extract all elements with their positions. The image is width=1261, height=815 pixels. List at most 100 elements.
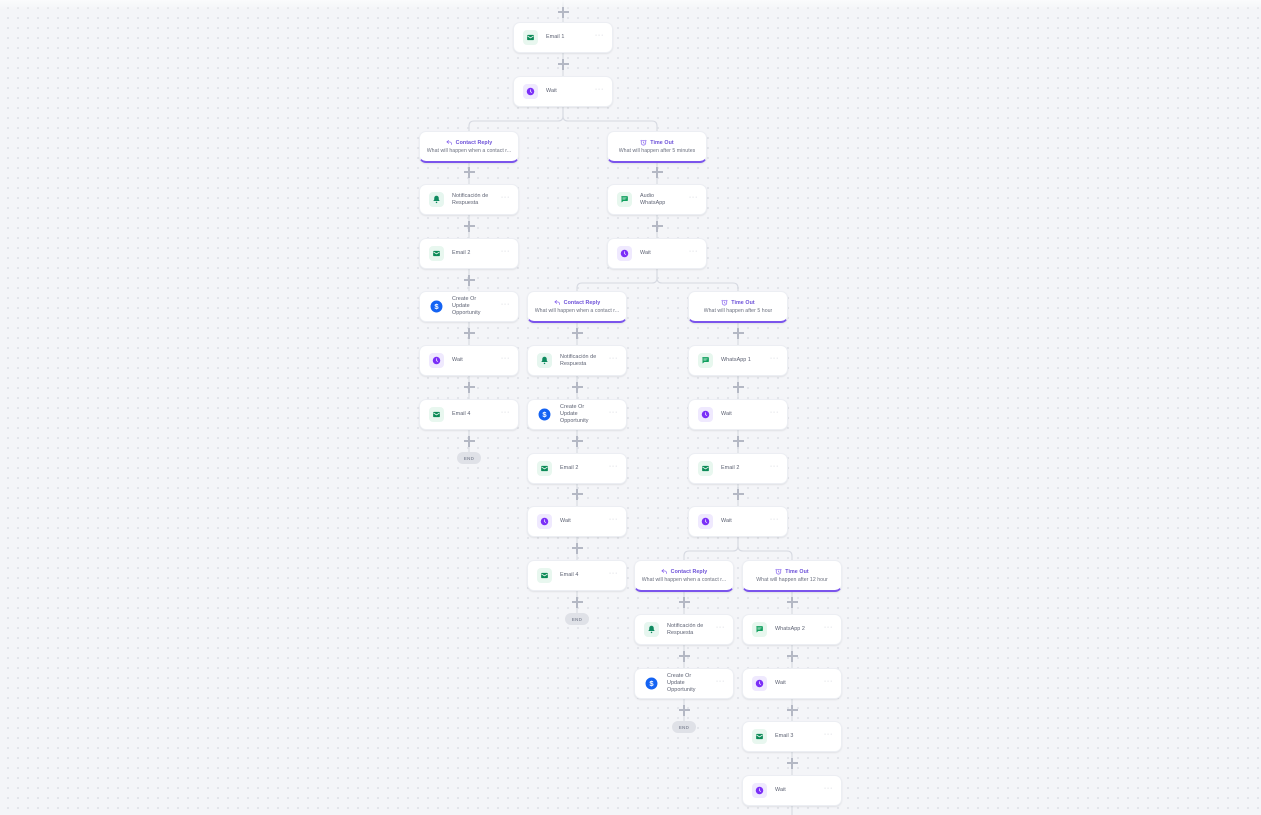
node-menu-button[interactable]: ··· <box>608 355 618 362</box>
add-step-plus-icon[interactable] <box>732 488 744 500</box>
add-step-plus-icon[interactable] <box>678 704 690 716</box>
action-node-n23[interactable]: Email 3··· <box>742 721 842 752</box>
action-node-n4[interactable]: Audio WhatsApp··· <box>607 184 707 215</box>
add-step-plus-icon[interactable] <box>557 6 569 18</box>
whatsapp-icon <box>617 192 632 207</box>
add-step-plus-icon[interactable] <box>651 220 663 232</box>
email-icon <box>537 568 552 583</box>
clock-icon <box>617 246 632 261</box>
node-label: Create Or Update Opportunity <box>452 296 481 316</box>
branch-title: Contact Reply <box>554 299 601 306</box>
add-step-plus-icon[interactable] <box>571 381 583 393</box>
add-step-plus-icon[interactable] <box>651 166 663 178</box>
add-step-plus-icon[interactable] <box>732 435 744 447</box>
action-node-n18[interactable]: Email 4··· <box>527 560 627 591</box>
node-menu-button[interactable]: ··· <box>608 516 618 523</box>
branch-title-label: Time Out <box>731 299 755 306</box>
action-node-n24[interactable]: Wait··· <box>742 775 842 806</box>
node-menu-button[interactable]: ··· <box>769 463 779 470</box>
node-menu-button[interactable]: ··· <box>608 570 618 577</box>
add-step-plus-icon[interactable] <box>732 381 744 393</box>
node-menu-button[interactable]: ··· <box>823 624 833 631</box>
add-step-plus-icon[interactable] <box>571 488 583 500</box>
action-node-n11[interactable]: Email 4··· <box>419 399 519 430</box>
node-menu-button[interactable]: ··· <box>500 301 510 308</box>
action-node-n20[interactable]: WhatsApp 2··· <box>742 614 842 645</box>
action-node-n13[interactable]: Wait··· <box>688 399 788 430</box>
action-node-n16[interactable]: Wait ··· <box>527 506 627 537</box>
add-step-plus-icon[interactable] <box>463 166 475 178</box>
node-label: Notificación de Respuesta <box>560 353 597 367</box>
action-node-n10[interactable]: WhatsApp 1··· <box>688 345 788 376</box>
add-step-plus-icon[interactable] <box>571 596 583 608</box>
node-menu-button[interactable]: ··· <box>715 624 725 631</box>
add-step-plus-icon[interactable] <box>786 704 798 716</box>
action-node-n21[interactable]: $Create Or Update Opportunity··· <box>634 668 734 699</box>
add-step-plus-icon[interactable] <box>571 327 583 339</box>
branch-subtitle: What will happen when a contact r... <box>641 577 727 583</box>
node-label: Notificación de Respuesta <box>452 192 489 206</box>
node-menu-button[interactable]: ··· <box>769 516 779 523</box>
node-menu-button[interactable]: ··· <box>688 248 698 255</box>
node-menu-button[interactable]: ··· <box>823 785 833 792</box>
add-step-plus-icon[interactable] <box>463 274 475 286</box>
add-step-plus-icon[interactable] <box>571 435 583 447</box>
node-menu-button[interactable]: ··· <box>823 731 833 738</box>
branch-title: Time Out <box>640 139 674 146</box>
action-node-n3[interactable]: Notificación de Respuesta ··· <box>419 184 519 215</box>
node-menu-button[interactable]: ··· <box>594 32 604 39</box>
email-icon <box>523 30 538 45</box>
add-step-plus-icon[interactable] <box>571 542 583 554</box>
node-label: Wait <box>560 518 571 524</box>
add-step-plus-icon[interactable] <box>786 650 798 662</box>
node-menu-button[interactable]: ··· <box>823 678 833 685</box>
email-icon <box>698 461 713 476</box>
add-step-plus-icon[interactable] <box>557 58 569 70</box>
action-node-n17[interactable]: Wait··· <box>688 506 788 537</box>
node-menu-button[interactable]: ··· <box>769 355 779 362</box>
add-step-plus-icon[interactable] <box>678 596 690 608</box>
add-step-plus-icon[interactable] <box>463 435 475 447</box>
node-label: Create Or Update Opportunity <box>667 673 696 693</box>
node-menu-button[interactable]: ··· <box>594 86 604 93</box>
node-menu-button[interactable]: ··· <box>769 409 779 416</box>
action-node-n1[interactable]: Email 1··· <box>513 22 613 53</box>
action-node-n15[interactable]: Email 2··· <box>688 453 788 484</box>
action-node-n19[interactable]: Notificación de Respuesta··· <box>634 614 734 645</box>
action-node-n14[interactable]: Email 2··· <box>527 453 627 484</box>
add-step-plus-icon[interactable] <box>678 650 690 662</box>
node-menu-button[interactable]: ··· <box>500 248 510 255</box>
action-node-n9[interactable]: Notificación de Respuesta ··· <box>527 345 627 376</box>
node-menu-button[interactable]: ··· <box>688 194 698 201</box>
add-step-plus-icon[interactable] <box>786 596 798 608</box>
add-step-plus-icon[interactable] <box>463 381 475 393</box>
action-node-n12[interactable]: $Create Or Update Opportunity··· <box>527 399 627 430</box>
branch-subtitle: What will happen after 5 hour <box>703 308 773 314</box>
action-node-n6[interactable]: Wait··· <box>607 238 707 269</box>
node-menu-button[interactable]: ··· <box>500 194 510 201</box>
action-node-n8[interactable]: Wait··· <box>419 345 519 376</box>
node-menu-button[interactable]: ··· <box>608 463 618 470</box>
add-step-plus-icon[interactable] <box>786 757 798 769</box>
add-step-plus-icon[interactable] <box>463 327 475 339</box>
branch-title-label: Contact Reply <box>455 139 493 146</box>
add-step-plus-icon[interactable] <box>732 327 744 339</box>
node-menu-button[interactable]: ··· <box>500 409 510 416</box>
action-node-n2[interactable]: Wait··· <box>513 76 613 107</box>
node-menu-button[interactable]: ··· <box>608 409 618 416</box>
action-node-n7[interactable]: $Create Or Update Opportunity··· <box>419 291 519 322</box>
add-step-plus-icon[interactable] <box>463 220 475 232</box>
clock-icon <box>698 514 713 529</box>
action-node-n5[interactable]: Email 2··· <box>419 238 519 269</box>
node-menu-button[interactable]: ··· <box>715 678 725 685</box>
action-node-n22[interactable]: Wait··· <box>742 668 842 699</box>
clock-icon <box>752 783 767 798</box>
node-menu-button[interactable]: ··· <box>500 355 510 362</box>
